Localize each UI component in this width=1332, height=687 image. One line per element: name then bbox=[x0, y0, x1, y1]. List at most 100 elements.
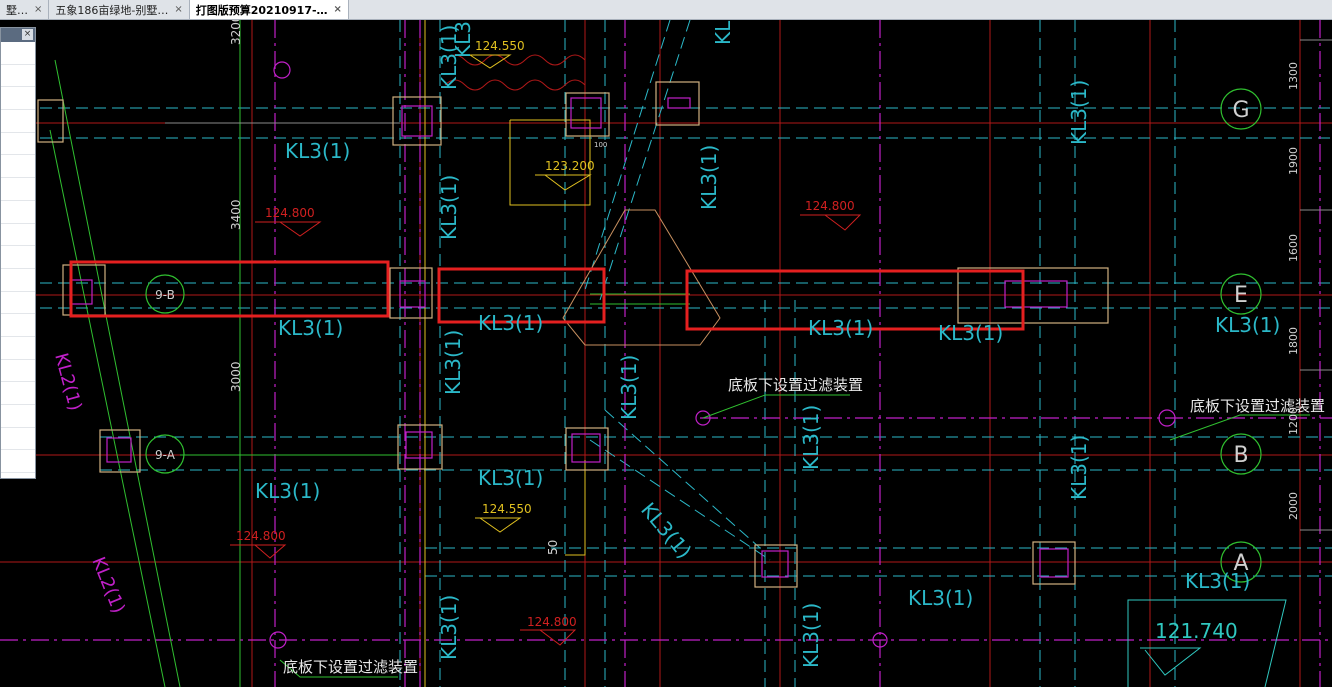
cad-drawing-canvas[interactable]: KL3(1) KL3(1) KL3(1) KL3(1) KL3(1) KL3(1… bbox=[0, 20, 1332, 687]
beam-label: KL3(1) bbox=[617, 355, 641, 420]
beam-label: KL3(1) bbox=[478, 311, 543, 335]
panel-item[interactable] bbox=[1, 450, 35, 474]
dimension-text: 1200 bbox=[1287, 407, 1300, 435]
beam-label: KL3(1) bbox=[1215, 313, 1280, 337]
beam-label: KL2(1) bbox=[50, 351, 85, 413]
panel-item[interactable] bbox=[1, 133, 35, 156]
panel-item[interactable] bbox=[1, 155, 35, 179]
document-tab[interactable]: 五象186亩绿地-别墅… × bbox=[49, 0, 190, 19]
beam-label: KL3(1) bbox=[437, 595, 461, 660]
elevation-text: 123.200 bbox=[545, 159, 595, 173]
red-wavy-line bbox=[444, 54, 586, 91]
document-tab-bar: 墅… × 五象186亩绿地-别墅… × 打图版预算20210917-… × bbox=[0, 0, 1332, 20]
beam-label: KL3(1) bbox=[697, 145, 721, 210]
highlight-boxes bbox=[69, 260, 1025, 331]
axis-label-group: G E B A bbox=[1232, 98, 1249, 576]
panel-item[interactable] bbox=[1, 405, 35, 428]
grid-label: 9-B bbox=[155, 288, 175, 302]
beam-label: KL3(1) bbox=[938, 321, 1003, 345]
panel-item[interactable] bbox=[1, 65, 35, 88]
panel-item[interactable] bbox=[1, 224, 35, 247]
panel-item[interactable] bbox=[1, 178, 35, 201]
dimension-text: 1800 bbox=[1287, 327, 1300, 355]
magenta-axis-lines bbox=[0, 20, 1332, 687]
pile-cap-outline bbox=[562, 209, 721, 346]
axis-label: B bbox=[1233, 443, 1248, 468]
grid-label-group: 9-B 9-A bbox=[155, 288, 176, 462]
panel-item[interactable] bbox=[1, 87, 35, 111]
close-icon[interactable]: × bbox=[333, 4, 342, 15]
elevation-text: 124.800 bbox=[527, 615, 577, 629]
tab-label: 打图版预算20210917-… bbox=[195, 3, 328, 17]
dimension-text: 2000 bbox=[1287, 492, 1300, 520]
beam-label-group: KL3(1) KL3(1) KL3(1) KL3(1) KL3(1) KL3(1… bbox=[255, 20, 1280, 668]
document-tab[interactable]: 墅… × bbox=[0, 0, 50, 19]
elevation-markers bbox=[465, 54, 592, 533]
green-lines bbox=[49, 20, 1285, 687]
panel-item[interactable] bbox=[1, 42, 35, 65]
dimension-text: 3000 bbox=[229, 361, 243, 392]
small-dimension: 100 bbox=[594, 141, 607, 149]
dimension-text: 1600 bbox=[1287, 234, 1300, 262]
close-icon[interactable]: × bbox=[22, 29, 33, 40]
level-box bbox=[1127, 599, 1287, 687]
beam-label: KL3(1) bbox=[636, 498, 696, 563]
beam-label: KL3(1) bbox=[451, 20, 475, 58]
close-icon[interactable]: × bbox=[174, 4, 183, 15]
axis-bubble-circles bbox=[145, 88, 1262, 583]
dimension-text: 3400 bbox=[229, 199, 243, 230]
axis-label: G bbox=[1232, 98, 1249, 123]
document-tab-active[interactable]: 打图版预算20210917-… × bbox=[189, 0, 349, 19]
level-value: 121.740 bbox=[1155, 619, 1238, 643]
beam-label: KL3(1) bbox=[478, 466, 543, 490]
red-elevation-markers bbox=[230, 214, 862, 646]
panel-item[interactable] bbox=[1, 428, 35, 451]
beam-label: KL3(1) bbox=[808, 316, 873, 340]
column-outlines bbox=[37, 81, 1109, 588]
panel-item[interactable] bbox=[1, 360, 35, 383]
beam-label: KL3(1) bbox=[278, 316, 343, 340]
elevation-text: 124.550 bbox=[475, 39, 525, 53]
beam-label: KL3(1) bbox=[1067, 435, 1091, 500]
side-panel: × bbox=[0, 27, 36, 479]
note-text: 底板下设置过滤装置 bbox=[1190, 397, 1325, 415]
dimension-texts-left: 3200 3400 3000 50 bbox=[229, 20, 560, 555]
note-text: 底板下设置过滤装置 bbox=[728, 376, 863, 394]
tab-label: 五象186亩绿地-别墅… bbox=[55, 3, 169, 17]
beam-label: KL3(1) bbox=[1185, 569, 1250, 593]
dimension-text: 50 bbox=[546, 540, 560, 555]
close-icon[interactable]: × bbox=[34, 4, 43, 15]
beam-label: KL3(1) bbox=[799, 603, 823, 668]
beam-label: KL3(1) bbox=[437, 25, 461, 90]
elevation-texts: 124.550 123.200 124.800 124.800 124.550 … bbox=[236, 39, 855, 629]
panel-item[interactable] bbox=[1, 314, 35, 337]
dimension-text: 3200 bbox=[229, 20, 243, 45]
beam-label: KL3(1) bbox=[285, 139, 350, 163]
axis-label: A bbox=[1233, 551, 1248, 576]
panel-item[interactable] bbox=[1, 337, 35, 360]
beam-label: KL3(1) bbox=[1067, 80, 1091, 145]
axis-label: E bbox=[1234, 283, 1248, 308]
yellow-lines bbox=[424, 20, 591, 687]
dimension-texts-right: 1300 1900 1600 1800 1200 2000 bbox=[1287, 62, 1300, 520]
kl2-labels: KL2(1) KL2(1) bbox=[50, 351, 129, 617]
note-leaders bbox=[279, 394, 1310, 678]
beam-dashed-lines bbox=[40, 20, 1332, 687]
panel-item[interactable] bbox=[1, 246, 35, 269]
grid-label: 9-A bbox=[155, 448, 176, 462]
beam-label: KL3(1) bbox=[799, 405, 823, 470]
beam-label: KL3(1) bbox=[437, 175, 461, 240]
tab-label: 墅… bbox=[6, 3, 28, 17]
panel-item[interactable] bbox=[1, 382, 35, 405]
beam-label: KL3(1) bbox=[441, 330, 465, 395]
elevation-text: 124.800 bbox=[805, 199, 855, 213]
panel-item[interactable] bbox=[1, 292, 35, 315]
panel-item[interactable] bbox=[1, 110, 35, 133]
panel-item[interactable] bbox=[1, 269, 35, 292]
elevation-text: 124.550 bbox=[482, 502, 532, 516]
elevation-text: 124.800 bbox=[236, 529, 286, 543]
panel-header: × bbox=[1, 28, 35, 42]
small-marker-circles bbox=[269, 61, 1176, 649]
panel-item[interactable] bbox=[1, 201, 35, 224]
beam-label: KL3(1) bbox=[255, 479, 320, 503]
